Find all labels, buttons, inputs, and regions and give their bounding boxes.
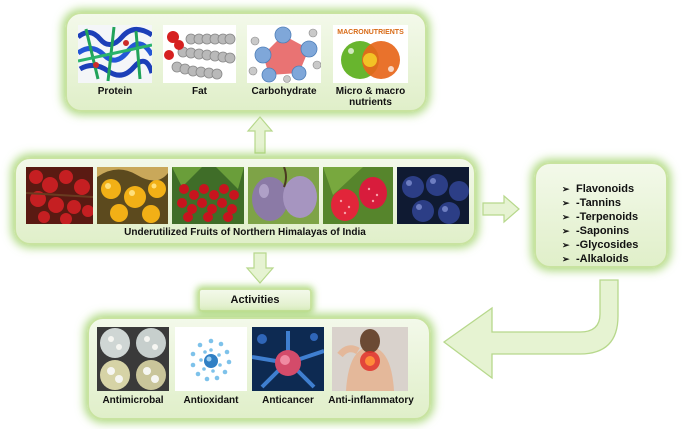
antioxidant-label: Antioxidant [183, 395, 239, 406]
antioxidant-image [175, 327, 247, 391]
fruit-image-purple-plums [248, 167, 319, 224]
antimicrobial-image [97, 327, 169, 391]
protein-label: Protein [97, 86, 133, 97]
compound-item: ➢ -Tannins [562, 196, 638, 210]
compounds-list: ➢ Flavonoids ➢ -Tannins ➢ -Terpenoids ➢ -Sap… [562, 182, 638, 266]
arrow-down-to-activities [245, 252, 275, 284]
anticancer-label: Anticancer [262, 395, 314, 406]
arrow-right-to-compounds [482, 194, 520, 224]
micro-macro-image: MACRONUTRIENTS [333, 25, 408, 83]
protein-image [78, 25, 152, 83]
arrowhead-bullet-icon: ➢ [562, 198, 570, 208]
anticancer-image [252, 327, 324, 391]
fat-label: Fat [192, 86, 207, 97]
arrowhead-bullet-icon: ➢ [562, 212, 570, 222]
arrow-curved-to-activities [440, 278, 640, 382]
compound-label: -Alkaloids [576, 253, 629, 265]
compounds-panel: ➢ Flavonoids ➢ -Tannins ➢ -Terpenoids ➢ -Sap… [534, 162, 668, 268]
arrowhead-bullet-icon: ➢ [562, 226, 570, 236]
fat-image [163, 25, 236, 83]
activities-panel: Antimicrobal Antioxidant Anticancer Anti… [87, 317, 431, 420]
arrowhead-bullet-icon: ➢ [562, 254, 570, 264]
compound-label: -Terpenoids [576, 211, 639, 223]
activities-label: Activities [198, 288, 312, 312]
compound-item: ➢ -Alkaloids [562, 252, 638, 266]
fruit-image-wild-strawberry [323, 167, 393, 224]
compound-item: ➢ -Terpenoids [562, 210, 638, 224]
anti-inflammatory-image [332, 327, 408, 391]
compound-item: ➢ -Glycosides [562, 238, 638, 252]
fruit-image-viburnum [172, 167, 244, 224]
fruit-image-dark-berries [397, 167, 469, 224]
fruits-panel: Underutilized Fruits of Northern Himalay… [14, 157, 476, 245]
compound-label: -Glycosides [576, 239, 639, 251]
compound-label: Flavonoids [576, 183, 635, 195]
anti-inflammatory-label: Anti-inflammatory [328, 395, 414, 406]
carbohydrate-image [247, 25, 321, 83]
antimicrobial-label: Antimicrobal [102, 395, 164, 406]
fruit-image-physalis [97, 167, 168, 224]
macronutrients-logo-text: MACRONUTRIENTS [337, 29, 404, 36]
arrowhead-bullet-icon: ➢ [562, 184, 570, 194]
carbohydrate-label: Carbohydrate [251, 86, 317, 97]
arrowhead-bullet-icon: ➢ [562, 240, 570, 250]
fruits-caption: Underutilized Fruits of Northern Himalay… [124, 227, 366, 238]
compound-label: -Tannins [576, 197, 622, 209]
compound-item: ➢ -Saponins [562, 224, 638, 238]
fruit-image-red-berries [26, 167, 93, 224]
compound-label: -Saponins [576, 225, 630, 237]
arrow-up-to-nutrients [246, 116, 274, 154]
nutrients-panel: MACRONUTRIENTS Protein Fat Carbohydrate … [65, 12, 427, 112]
micro-macro-label: Micro & macro nutrients [335, 86, 406, 108]
compound-item: ➢ Flavonoids [562, 182, 638, 196]
